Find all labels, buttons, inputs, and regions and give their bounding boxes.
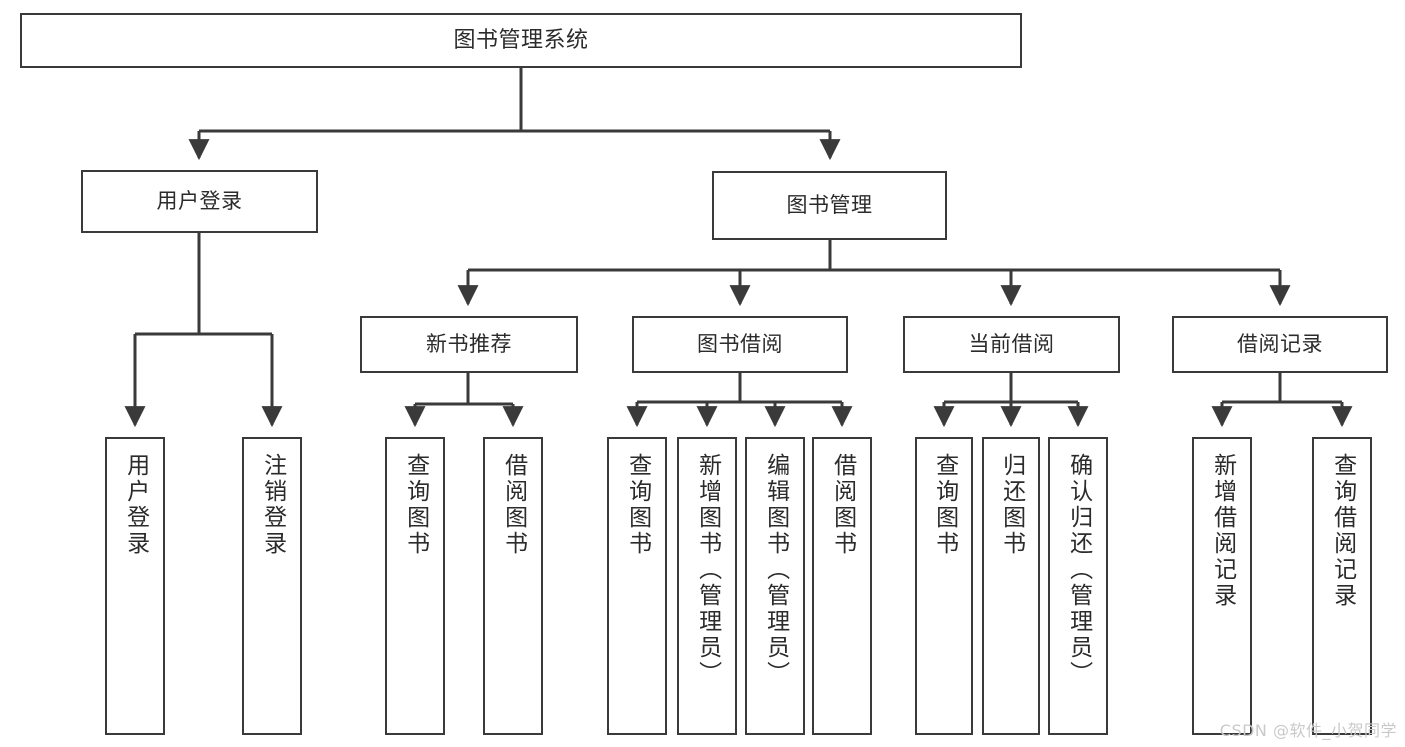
leaf-borrow-record-add[interactable]: 新增借阅记录 — [1192, 437, 1252, 735]
node-label: 新增借阅记录 — [1209, 453, 1236, 609]
node-label: 查询图书 — [624, 453, 651, 557]
node-label: 新书推荐 — [426, 332, 512, 357]
node-label: 编辑图书（管理员） — [762, 453, 789, 687]
node-label: 借阅图书 — [500, 453, 527, 557]
node-label: 确认归还（管理员） — [1065, 453, 1092, 687]
node-label: 查询图书 — [402, 453, 429, 557]
node-label: 新增图书（管理员） — [694, 453, 721, 687]
watermark: CSDN @软件_小贺同学 — [1219, 721, 1397, 740]
leaf-book-borrow-query[interactable]: 查询图书 — [607, 437, 667, 735]
node-root-system[interactable]: 图书管理系统 — [20, 13, 1022, 68]
node-book-management[interactable]: 图书管理 — [712, 171, 947, 240]
node-label: 用户登录 — [156, 189, 243, 214]
leaf-book-borrow-edit[interactable]: 编辑图书（管理员） — [745, 437, 805, 735]
leaf-book-borrow-add[interactable]: 新增图书（管理员） — [677, 437, 737, 735]
node-label: 图书管理 — [786, 193, 873, 218]
leaf-current-borrow-query[interactable]: 查询图书 — [915, 437, 973, 735]
node-label: 注销登录 — [259, 453, 286, 557]
leaf-new-book-query[interactable]: 查询图书 — [385, 437, 445, 735]
node-current-borrow[interactable]: 当前借阅 — [903, 316, 1120, 373]
node-label: 查询借阅记录 — [1329, 453, 1356, 609]
node-label: 用户登录 — [122, 453, 149, 557]
node-label: 当前借阅 — [968, 332, 1055, 357]
leaf-user-login-logout[interactable]: 注销登录 — [242, 437, 302, 735]
node-label: 查询图书 — [931, 453, 958, 557]
node-new-book-recommend[interactable]: 新书推荐 — [360, 316, 578, 373]
leaf-current-borrow-return[interactable]: 归还图书 — [982, 437, 1040, 735]
node-label: 图书管理系统 — [453, 27, 589, 53]
node-label: 借阅图书 — [829, 453, 856, 557]
node-label: 借阅记录 — [1237, 332, 1323, 357]
leaf-user-login-login[interactable]: 用户登录 — [105, 437, 165, 735]
leaf-new-book-borrow[interactable]: 借阅图书 — [483, 437, 543, 735]
leaf-book-borrow-borrow[interactable]: 借阅图书 — [812, 437, 872, 735]
leaf-current-borrow-confirm-return[interactable]: 确认归还（管理员） — [1048, 437, 1108, 735]
node-user-login[interactable]: 用户登录 — [81, 170, 318, 233]
node-label: 图书借阅 — [697, 332, 783, 357]
node-book-borrow[interactable]: 图书借阅 — [632, 316, 848, 373]
node-borrow-record[interactable]: 借阅记录 — [1172, 316, 1388, 373]
leaf-borrow-record-query[interactable]: 查询借阅记录 — [1312, 437, 1372, 735]
node-label: 归还图书 — [998, 453, 1025, 557]
